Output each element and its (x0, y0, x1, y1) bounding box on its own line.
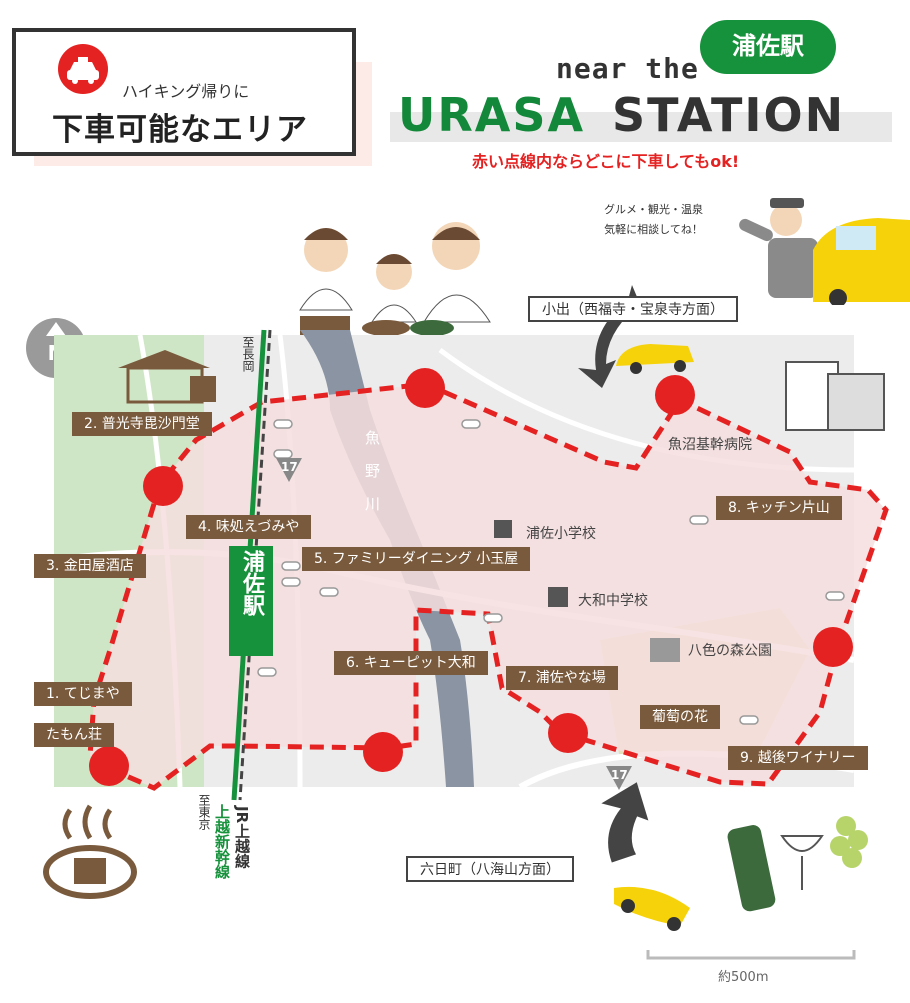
scale-label: 約500m (718, 970, 769, 985)
taxi-stand-marker (143, 466, 183, 506)
spot-label: 4. 味処えづみや (186, 515, 312, 539)
school-label: 大和中学校 (578, 593, 648, 609)
area-boundary-dashed (87, 381, 889, 791)
spot-label: 7. 浦佐やな場 (506, 666, 618, 690)
taxi-stand-marker (405, 368, 445, 408)
header-subtitle: ハイキング帰りに (122, 82, 250, 101)
temple-illustration (118, 350, 216, 404)
spot-label: 8. キッチン片山 (716, 496, 842, 520)
scale-bar (646, 950, 856, 960)
north-direction-label: 小出（西福寺・宝泉寺方面） (528, 296, 738, 322)
school-icon (494, 520, 512, 538)
spot-label: 5. ファミリーダイニング 小玉屋 (302, 547, 531, 571)
school-label: 浦佐小学校 (526, 526, 596, 542)
taxi-stand-marker (363, 732, 403, 772)
hot-spring-icon (43, 804, 137, 899)
header-title: 下車可能なエリア (52, 112, 308, 148)
near-the-text: near the (556, 52, 699, 85)
south-direction-label: 六日町（八海山方面） (406, 856, 574, 882)
school-icon (548, 587, 568, 607)
area-note: 赤い点線内ならどこに下車してもok! (472, 152, 740, 171)
to-nagaoka-label: 至長岡 (241, 336, 255, 372)
shinkansen-line-label: 上越新幹線 (213, 804, 231, 879)
route-17-shield-icon: 17 (606, 766, 632, 790)
to-tokyo-label: 至東京 (197, 794, 211, 830)
taxi-stand-marker (548, 713, 588, 753)
route-17-shield-icon: 17 (276, 458, 302, 482)
river-label: 魚野川 (363, 430, 381, 529)
guide-speech-line1: グルメ・観光・温泉 (604, 203, 703, 216)
wine-and-grapes-icon (727, 816, 868, 912)
park-building-icon (650, 638, 680, 662)
driver-and-taxi-illustration (739, 198, 910, 305)
taxi-stand-marker (89, 746, 129, 786)
station-label-text: 浦佐駅 (239, 550, 264, 616)
station-name-urasa: URASA (398, 88, 586, 142)
title-stripe (390, 112, 892, 142)
taxi-stand-marker (655, 375, 695, 415)
route-number: 17 (611, 768, 628, 782)
taxi-icon (58, 44, 108, 94)
route-number: 17 (281, 460, 298, 474)
taxi-stand-marker (813, 627, 853, 667)
shopping-bags-icon (785, 361, 885, 431)
spot-label: 9. 越後ワイナリー (728, 746, 868, 770)
spot-label: 3. 金田屋酒店 (34, 554, 146, 578)
park-label: 八色の森公園 (688, 643, 772, 659)
spot-label: 葡萄の花 (640, 705, 720, 729)
hospital-label: 魚沼基幹病院 (668, 437, 752, 453)
guide-speech: グルメ・観光・温泉 気軽に相談してね！ (604, 200, 703, 240)
spot-label: たもん荘 (34, 723, 114, 747)
taxi-car-icon (616, 344, 694, 374)
bus-stops (257, 419, 845, 725)
station-label: 浦佐駅 (229, 546, 273, 656)
jr-line-label: JR上越線 (233, 806, 251, 869)
station-name-station: STATION (612, 88, 846, 142)
south-direction-arrow (601, 782, 649, 863)
guide-speech-line2: 気軽に相談してね！ (604, 223, 703, 236)
spot-label: 2. 普光寺毘沙門堂 (72, 412, 212, 436)
taxi-car-icon (614, 886, 690, 931)
spot-label: 6. キューピット大和 (334, 651, 488, 675)
taxi-drop-off-area (90, 384, 886, 788)
station-badge: 浦佐駅 (700, 20, 836, 74)
spot-label: 1. てじまや (34, 682, 132, 706)
